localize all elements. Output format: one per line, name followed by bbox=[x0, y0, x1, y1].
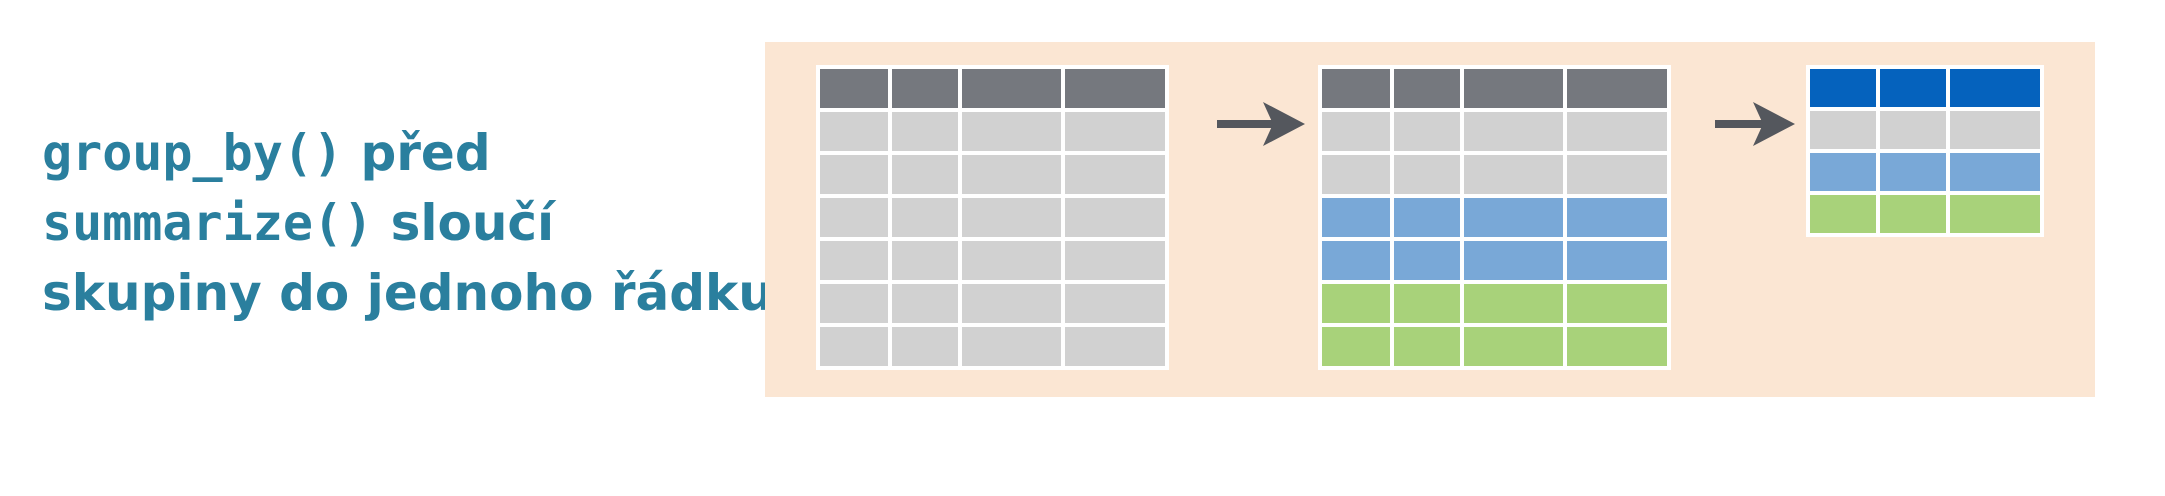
summary-table-header-cell bbox=[1950, 69, 2040, 107]
grouped-table-cell bbox=[1322, 198, 1390, 237]
input-table-header-cell bbox=[1065, 69, 1165, 108]
caption-line-3: skupiny do jednoho řádku bbox=[42, 258, 774, 328]
grouped-table-header-cell bbox=[1322, 69, 1390, 108]
diagram-canvas bbox=[816, 65, 2044, 370]
caption-code-group-by: group_by() bbox=[42, 124, 344, 182]
grouped-table-header-cell bbox=[1567, 69, 1667, 108]
arrow-right-icon-2 bbox=[1715, 102, 1795, 146]
grouped-table bbox=[1318, 65, 1671, 370]
input-table-cell bbox=[962, 241, 1061, 280]
diagram-panel bbox=[765, 42, 2095, 397]
grouped-table-cell bbox=[1464, 198, 1563, 237]
grouped-table-cell bbox=[1464, 241, 1563, 280]
input-table-cell bbox=[820, 284, 888, 323]
input-table-cell bbox=[962, 112, 1061, 151]
arrow-right-icon-head bbox=[1263, 102, 1305, 146]
summary-table bbox=[1806, 65, 2044, 237]
input-table-cell bbox=[892, 112, 958, 151]
input-table-cell bbox=[820, 327, 888, 366]
grouped-table-cell bbox=[1464, 155, 1563, 194]
input-table-cell bbox=[1065, 284, 1165, 323]
summary-table-cell bbox=[1950, 111, 2040, 149]
grouped-table-cell bbox=[1394, 241, 1460, 280]
summary-table-cell bbox=[1950, 195, 2040, 233]
grouped-table-cell bbox=[1567, 112, 1667, 151]
caption-line-2: summarize() sloučí bbox=[42, 188, 774, 258]
summary-table-cell bbox=[1810, 195, 1876, 233]
grouped-table-cell bbox=[1394, 112, 1460, 151]
summary-table-cell bbox=[1880, 153, 1946, 191]
input-table-header-cell bbox=[892, 69, 958, 108]
input-table-cell bbox=[892, 155, 958, 194]
grouped-table-cell bbox=[1394, 155, 1460, 194]
grouped-table-header-cell bbox=[1394, 69, 1460, 108]
summary-table-cell bbox=[1810, 111, 1876, 149]
grouped-table-cell bbox=[1567, 284, 1667, 323]
input-table-cell bbox=[1065, 327, 1165, 366]
grouped-table-cell bbox=[1322, 241, 1390, 280]
input-table-cell bbox=[1065, 241, 1165, 280]
input-table-cell bbox=[962, 155, 1061, 194]
grouped-table-cell bbox=[1394, 284, 1460, 323]
input-table-cell bbox=[892, 198, 958, 237]
grouped-table-cell bbox=[1394, 327, 1460, 366]
input-table-cell bbox=[962, 327, 1061, 366]
grouped-table-cell bbox=[1567, 155, 1667, 194]
input-table-cell bbox=[1065, 112, 1165, 151]
grouped-table-cell bbox=[1567, 241, 1667, 280]
input-table-cell bbox=[1065, 198, 1165, 237]
input-table bbox=[816, 65, 1169, 370]
grouped-table-cell bbox=[1464, 112, 1563, 151]
input-table-cell bbox=[892, 327, 958, 366]
caption-text-slouci: sloučí bbox=[390, 194, 555, 252]
grouped-table-cell bbox=[1322, 155, 1390, 194]
summary-table-cell bbox=[1880, 195, 1946, 233]
grouped-table-cell bbox=[1394, 198, 1460, 237]
caption: group_by() před summarize() sloučí skupi… bbox=[42, 118, 774, 328]
input-table-header-cell bbox=[820, 69, 888, 108]
grouped-table-header-cell bbox=[1464, 69, 1563, 108]
caption-text-pred: před bbox=[360, 124, 491, 182]
input-table-cell bbox=[820, 241, 888, 280]
caption-line-1: group_by() před bbox=[42, 118, 774, 188]
input-table-header-cell bbox=[962, 69, 1061, 108]
grouped-table-cell bbox=[1322, 112, 1390, 151]
input-table-cell bbox=[892, 284, 958, 323]
grouped-table-cell bbox=[1567, 327, 1667, 366]
input-table-cell bbox=[820, 112, 888, 151]
input-table-cell bbox=[820, 155, 888, 194]
caption-text-skupiny: skupiny do jednoho řádku bbox=[42, 264, 774, 322]
summary-table-header-cell bbox=[1810, 69, 1876, 107]
summary-table-cell bbox=[1880, 111, 1946, 149]
summary-table-cell bbox=[1810, 153, 1876, 191]
summary-table-header-cell bbox=[1880, 69, 1946, 107]
grouped-table-cell bbox=[1464, 327, 1563, 366]
input-table-cell bbox=[1065, 155, 1165, 194]
grouped-table-cell bbox=[1322, 284, 1390, 323]
arrow-right-icon-2-head bbox=[1753, 102, 1795, 146]
input-table-cell bbox=[820, 198, 888, 237]
arrow-right-icon bbox=[1217, 102, 1305, 146]
grouped-table-cell bbox=[1567, 198, 1667, 237]
caption-code-summarize: summarize() bbox=[42, 194, 374, 252]
grouped-table-cell bbox=[1464, 284, 1563, 323]
input-table-cell bbox=[962, 198, 1061, 237]
input-table-cell bbox=[892, 241, 958, 280]
grouped-table-cell bbox=[1322, 327, 1390, 366]
summary-table-cell bbox=[1950, 153, 2040, 191]
input-table-cell bbox=[962, 284, 1061, 323]
